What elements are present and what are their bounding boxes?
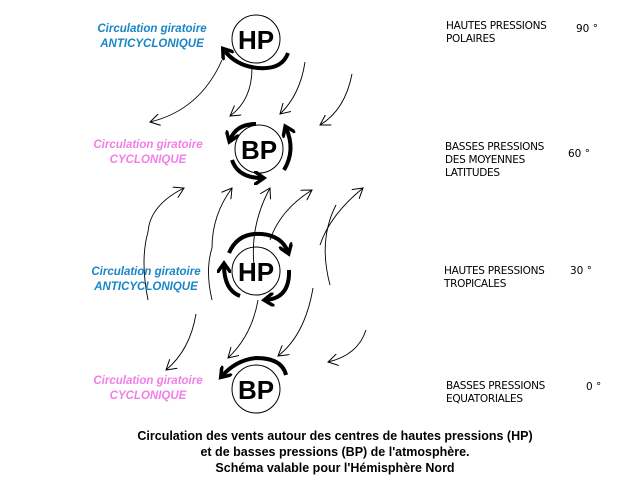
caption-line2: et de basses pressions (BP) de l'atmosph…	[200, 445, 470, 459]
svg-text:HP: HP	[238, 257, 274, 287]
hp-polar-center: HP	[231, 14, 281, 64]
latitude-0: 0 °	[586, 381, 602, 393]
circulation-label-polar: Circulation giratoire ANTICYCLONIQUE	[72, 22, 232, 52]
circulation-type-line1: Circulation giratoire	[97, 23, 207, 35]
svg-text:BP: BP	[238, 375, 274, 405]
zone-label-polar: HAUTES PRESSIONS POLAIRES	[446, 20, 547, 45]
side-wind-lines	[143, 204, 337, 301]
latitude-60: 60 °	[568, 148, 590, 160]
circulation-type-line1: Circulation giratoire	[91, 266, 201, 278]
bp-mid-center: BP	[234, 124, 284, 174]
latitude-30: 30 °	[570, 265, 592, 277]
wind-arrows-polar-to-mid	[150, 59, 353, 125]
circulation-label-equatorial: Circulation giratoire CYCLONIQUE	[68, 374, 228, 404]
diagram-caption: Circulation des vents autour des centres…	[0, 428, 627, 476]
circulation-type-line2: CYCLONIQUE	[109, 390, 187, 402]
circulation-type-line2: CYCLONIQUE	[109, 154, 187, 166]
circulation-type-line2: ANTICYCLONIQUE	[100, 38, 204, 50]
cyclonic-rotation-arrows-mid	[230, 122, 291, 178]
anticyclonic-rotation-arrow-polar	[224, 50, 290, 71]
cyclonic-rotation-arrow-equatorial	[222, 355, 288, 376]
zone-label-equatorial: BASSES PRESSIONS EQUATORIALES	[446, 380, 546, 405]
bp-equatorial-center: BP	[231, 364, 281, 414]
circulation-type-line1: Circulation giratoire	[93, 139, 203, 151]
svg-text:HP: HP	[238, 25, 274, 55]
circulation-type-line2: ANTICYCLONIQUE	[94, 281, 198, 293]
caption-line3: Schéma valable pour l'Hémisphère Nord	[215, 461, 455, 475]
zone-label-mid: BASSES PRESSIONS DES MOYENNES LATITUDES	[445, 141, 545, 179]
latitude-90: 90 °	[576, 23, 598, 35]
wind-arrows-tropical-to-mid	[147, 188, 363, 266]
anticyclonic-rotation-arrows-tropical	[224, 231, 289, 300]
svg-text:BP: BP	[241, 135, 277, 165]
wind-arrows-tropical-to-equatorial	[166, 287, 367, 370]
circulation-type-line1: Circulation giratoire	[93, 375, 203, 387]
zone-label-tropical: HAUTES PRESSIONS TROPICALES	[444, 265, 545, 290]
circulation-label-mid: Circulation giratoire CYCLONIQUE	[68, 138, 228, 168]
circulation-label-tropical: Circulation giratoire ANTICYCLONIQUE	[66, 265, 226, 295]
caption-line1: Circulation des vents autour des centres…	[137, 429, 533, 443]
hp-tropical-center: HP	[231, 246, 281, 296]
